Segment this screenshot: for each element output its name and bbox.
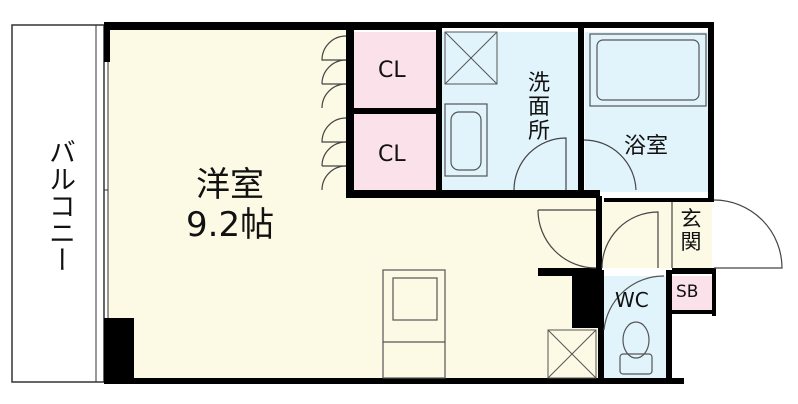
bath-floor (585, 32, 709, 192)
washing-machine-pan (444, 31, 498, 85)
bath-door (583, 139, 637, 191)
closet-doors (321, 35, 347, 191)
wash-basin (444, 103, 488, 177)
shoebox-floor (672, 276, 712, 310)
washroom-door (513, 137, 567, 191)
closet-bottom-floor (352, 114, 438, 192)
bathtub (589, 33, 707, 107)
fridge-space (547, 329, 597, 379)
kitchen-counter (382, 269, 446, 379)
closet-top-label: CL (378, 58, 406, 83)
toilet-fixture (603, 275, 665, 375)
entrance-details (537, 199, 783, 269)
closet-top-floor (352, 32, 438, 109)
room-size-main: 9.2帖 (186, 205, 275, 245)
balcony-area (11, 24, 105, 383)
shoebox-label: SB (676, 282, 699, 302)
washroom-char-2: 面 (527, 94, 550, 120)
toilet-floor (604, 276, 668, 379)
washroom-label: 洗 面 所 (526, 72, 552, 143)
room-name-main: 洋室 (196, 165, 264, 205)
entrance-char-2: 関 (680, 229, 702, 254)
bath-label: 浴室 (624, 134, 669, 159)
closet-bottom-label: CL (378, 142, 406, 167)
entrance-floor (602, 202, 712, 268)
entrance-char-1: 玄 (680, 207, 702, 231)
balcony-label: バルコニー (44, 138, 75, 273)
entrance-label: 玄 関 (678, 208, 704, 253)
main-room-floor (108, 28, 598, 379)
toilet-label: WC (615, 288, 649, 312)
washroom-char-3: 所 (527, 118, 550, 144)
walls (104, 22, 716, 384)
washroom-char-1: 洗 (527, 71, 550, 96)
windows (103, 62, 109, 318)
